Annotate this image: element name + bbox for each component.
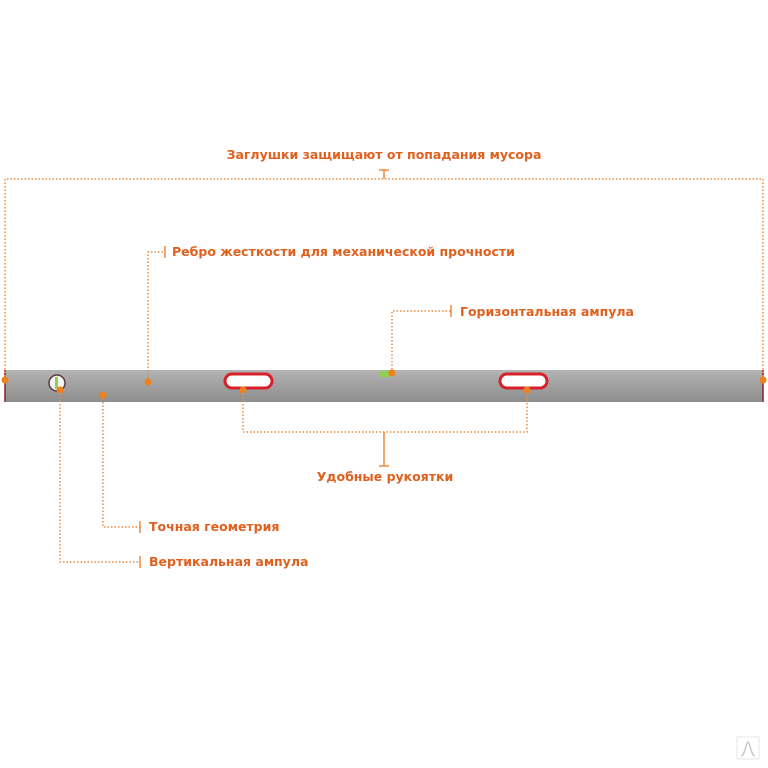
watermark-logo <box>736 736 760 760</box>
geometry-leader <box>99 391 141 533</box>
end-caps-label: Заглушки защищают от попадания мусора <box>227 147 542 162</box>
rib-label: Ребро жесткости для механической прочнос… <box>172 244 515 259</box>
end-caps-leader <box>1 169 767 384</box>
horizontal-vial-label: Горизонтальная ампула <box>460 304 634 319</box>
rib-leader <box>144 246 166 386</box>
geometry-label: Точная геометрия <box>149 519 279 534</box>
vertical-vial-leader <box>56 386 141 568</box>
handles-label: Удобные рукоятки <box>317 469 454 484</box>
handle-left <box>223 372 274 390</box>
horizontal-vial <box>380 371 392 377</box>
handles-leader <box>239 386 531 467</box>
vertical-vial-label: Вертикальная ампула <box>149 554 308 569</box>
horizontal-vial-leader <box>388 305 452 377</box>
handle-right <box>498 372 549 390</box>
